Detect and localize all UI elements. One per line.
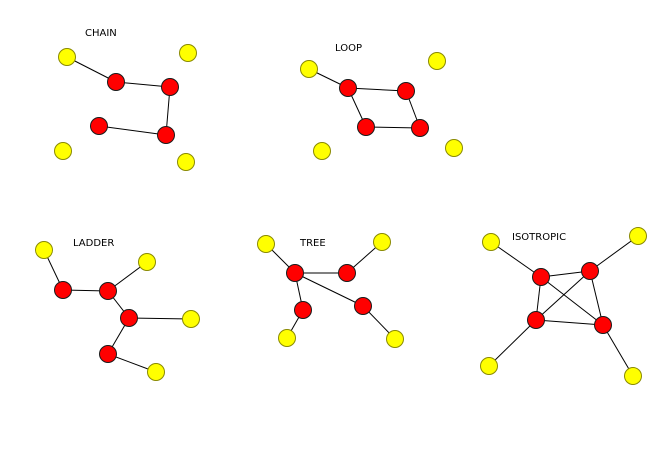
peripheral-node-y2 bbox=[428, 52, 446, 70]
edges-isotropic bbox=[488, 235, 639, 377]
panel-loop: LOOP bbox=[300, 43, 463, 160]
panel-title-loop: LOOP bbox=[335, 43, 362, 54]
peripheral-node-y4 bbox=[445, 139, 463, 157]
core-node-r1 bbox=[286, 264, 304, 282]
edge-y3-r3 bbox=[488, 319, 537, 367]
core-node-r3 bbox=[357, 118, 375, 136]
core-node-r3 bbox=[527, 311, 545, 329]
core-node-r3 bbox=[90, 117, 108, 135]
edges-ladder bbox=[43, 249, 192, 373]
peripheral-node-y1 bbox=[35, 241, 53, 259]
peripheral-node-y4 bbox=[386, 330, 404, 348]
core-node-r4 bbox=[157, 126, 175, 144]
peripheral-node-y3 bbox=[54, 142, 72, 160]
core-node-r1 bbox=[339, 79, 357, 97]
core-node-r3 bbox=[294, 301, 312, 319]
edge-r2-r4 bbox=[589, 270, 604, 326]
edges-chain bbox=[66, 56, 171, 136]
edge-r1-r2 bbox=[347, 87, 407, 92]
nodes-chain bbox=[54, 44, 197, 171]
edge-y4-r4 bbox=[602, 324, 634, 377]
core-node-r1 bbox=[532, 268, 550, 286]
peripheral-node-y3 bbox=[313, 142, 331, 160]
nodes-isotropic bbox=[480, 227, 647, 385]
core-node-r4 bbox=[99, 345, 117, 363]
edge-y1-r1 bbox=[66, 56, 117, 83]
edge-r4-r3 bbox=[365, 126, 421, 129]
edge-y1-r1 bbox=[490, 241, 542, 278]
edge-r3-y3 bbox=[128, 317, 192, 320]
nodes-ladder bbox=[35, 241, 200, 381]
peripheral-node-y3 bbox=[278, 329, 296, 347]
panel-ladder: LADDER bbox=[35, 238, 200, 381]
peripheral-node-y1 bbox=[257, 235, 275, 253]
panel-title-isotropic: ISOTROPIC bbox=[512, 232, 566, 243]
edge-r2-r3 bbox=[535, 270, 591, 321]
peripheral-node-y2 bbox=[138, 253, 156, 271]
core-node-r2 bbox=[338, 264, 356, 282]
core-node-r1 bbox=[107, 73, 125, 91]
edge-r1-r2 bbox=[115, 81, 171, 88]
peripheral-node-y1 bbox=[58, 48, 76, 66]
edges-tree bbox=[265, 241, 396, 340]
core-node-r1 bbox=[54, 281, 72, 299]
panel-title-tree: TREE bbox=[299, 238, 326, 249]
peripheral-node-y1 bbox=[300, 60, 318, 78]
core-node-r2 bbox=[161, 78, 179, 96]
core-node-r4 bbox=[354, 297, 372, 315]
edge-r1-r4 bbox=[294, 272, 364, 307]
peripheral-node-y1 bbox=[482, 233, 500, 251]
core-node-r4 bbox=[411, 119, 429, 137]
peripheral-node-y3 bbox=[182, 310, 200, 328]
peripheral-node-y4 bbox=[624, 367, 642, 385]
core-node-r2 bbox=[397, 82, 415, 100]
panel-isotropic: ISOTROPIC bbox=[480, 227, 647, 385]
panel-tree: TREE bbox=[257, 233, 404, 348]
edge-y2-r2 bbox=[589, 235, 639, 272]
peripheral-node-y2 bbox=[629, 227, 647, 245]
edge-r3-r4 bbox=[98, 125, 167, 136]
core-node-r4 bbox=[594, 316, 612, 334]
panel-chain: CHAIN bbox=[54, 28, 197, 171]
core-node-r3 bbox=[120, 309, 138, 327]
panel-title-ladder: LADDER bbox=[73, 238, 114, 249]
edge-r3-r4 bbox=[535, 319, 604, 326]
nodes-tree bbox=[257, 233, 404, 348]
peripheral-node-y4 bbox=[177, 153, 195, 171]
peripheral-node-y2 bbox=[373, 233, 391, 251]
peripheral-node-y3 bbox=[480, 357, 498, 375]
panel-title-chain: CHAIN bbox=[85, 28, 117, 39]
core-node-r2 bbox=[99, 282, 117, 300]
core-node-r2 bbox=[581, 262, 599, 280]
edge-r1-r4 bbox=[540, 276, 604, 326]
nodes-loop bbox=[300, 52, 463, 160]
peripheral-node-y2 bbox=[179, 44, 197, 62]
peripheral-node-y4 bbox=[147, 363, 165, 381]
